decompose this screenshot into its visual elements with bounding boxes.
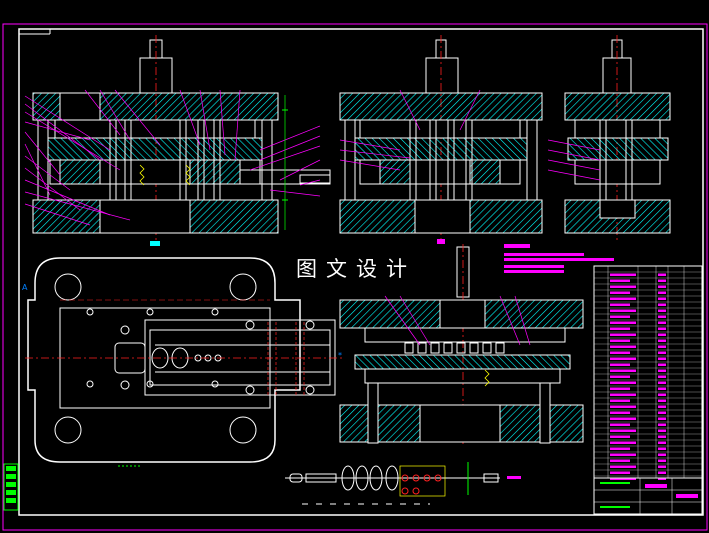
parts-list-cell-mark — [610, 399, 630, 402]
parts-list-cell-mark — [610, 423, 630, 426]
parts-list-cell-mark — [610, 351, 630, 354]
parts-list-cell-mark — [610, 441, 636, 444]
parts-list-cell-mark — [658, 423, 666, 426]
parts-list-cell-mark — [610, 447, 630, 450]
parts-list-cell-mark — [658, 447, 666, 450]
parts-list-cell-mark — [610, 339, 630, 342]
parts-list-cell-mark — [658, 435, 666, 438]
technical-notes-bars — [504, 244, 614, 273]
strip-layout — [285, 462, 521, 505]
parts-list-cell-mark — [610, 369, 636, 372]
svg-text:A: A — [22, 283, 28, 292]
parts-list-cell-mark — [658, 441, 666, 444]
parts-list-cell-mark — [658, 279, 666, 282]
parts-list-cell-mark — [610, 273, 636, 276]
outer-border — [2, 23, 708, 531]
parts-list-cell-mark — [658, 369, 666, 372]
parts-list-cell-mark — [658, 273, 666, 276]
parts-list-cell-mark — [610, 435, 630, 438]
parts-list-cell-mark — [658, 363, 666, 366]
parts-list-table — [593, 265, 703, 480]
svg-text:*: * — [338, 351, 342, 360]
parts-list-cell-mark — [610, 393, 636, 396]
parts-list-cell-mark — [610, 387, 630, 390]
inner-border — [18, 28, 704, 516]
parts-list-cell-mark — [658, 285, 666, 288]
parts-list-cell-mark — [658, 321, 666, 324]
title-block — [593, 477, 703, 515]
parts-list-cell-mark — [658, 297, 666, 300]
parts-list-cell-mark — [658, 351, 666, 354]
parts-list-cell-mark — [658, 471, 666, 474]
parts-list-cell-mark — [610, 381, 636, 384]
side-section-view — [339, 35, 543, 244]
parts-list-cell-mark — [658, 429, 666, 432]
parts-list-cell-mark — [658, 465, 666, 468]
parts-list-cell-mark — [658, 387, 666, 390]
parts-list-cell-mark — [658, 339, 666, 342]
parts-list-cell-mark — [610, 333, 636, 336]
parts-list-cell-mark — [658, 345, 666, 348]
parts-list-cell-mark — [658, 399, 666, 402]
parts-list-cell-mark — [610, 417, 636, 420]
parts-list-cell-mark — [610, 315, 630, 318]
parts-list-cell-mark — [610, 345, 636, 348]
parts-list-cell-mark — [658, 327, 666, 330]
parts-list-cell-mark — [610, 303, 630, 306]
parts-list-cell-mark — [658, 453, 666, 456]
parts-list-cell-mark — [610, 477, 636, 480]
parts-list-cell-mark — [610, 465, 636, 468]
parts-list-cell-mark — [610, 321, 636, 324]
left-margin-bar — [3, 463, 19, 511]
parts-list-cell-mark — [610, 285, 636, 288]
parts-list-cell-mark — [658, 303, 666, 306]
end-section-view — [547, 35, 671, 240]
parts-list-cell-mark — [658, 291, 666, 294]
parts-list-cell-mark — [658, 393, 666, 396]
parts-list-cell-mark — [610, 411, 630, 414]
parts-list-cell-mark — [658, 375, 666, 378]
parts-list-cell-mark — [658, 411, 666, 414]
parts-list-cell-mark — [658, 333, 666, 336]
parts-list-cell-mark — [610, 405, 636, 408]
parts-list-cell-mark — [610, 327, 630, 330]
parts-list-cell-mark — [610, 279, 630, 282]
parts-list-cell-mark — [610, 453, 636, 456]
drawing-title: 图文设计 — [296, 257, 416, 281]
parts-list-cell-mark — [610, 375, 630, 378]
parts-list-cell-mark — [658, 315, 666, 318]
parts-list-cell-mark — [610, 459, 630, 462]
parts-list-cell-mark — [658, 405, 666, 408]
parts-list-cell-mark — [610, 363, 630, 366]
parts-list-cell-mark — [610, 309, 636, 312]
front-section-view — [24, 35, 331, 246]
parts-list-cell-mark — [610, 291, 630, 294]
parts-list-cell-mark — [658, 309, 666, 312]
parts-list-cell-mark — [610, 429, 636, 432]
parts-list-cell-mark — [658, 357, 666, 360]
parts-list-cell-mark — [658, 459, 666, 462]
parts-list-cell-mark — [658, 477, 666, 480]
parts-list-cell-mark — [610, 297, 636, 300]
parts-list-cell-mark — [610, 471, 630, 474]
parts-list-cell-mark — [658, 381, 666, 384]
parts-list-cell-mark — [610, 357, 636, 360]
lower-section-view — [339, 244, 584, 445]
plan-view: A * — [22, 257, 345, 467]
parts-list-cell-mark — [658, 417, 666, 420]
